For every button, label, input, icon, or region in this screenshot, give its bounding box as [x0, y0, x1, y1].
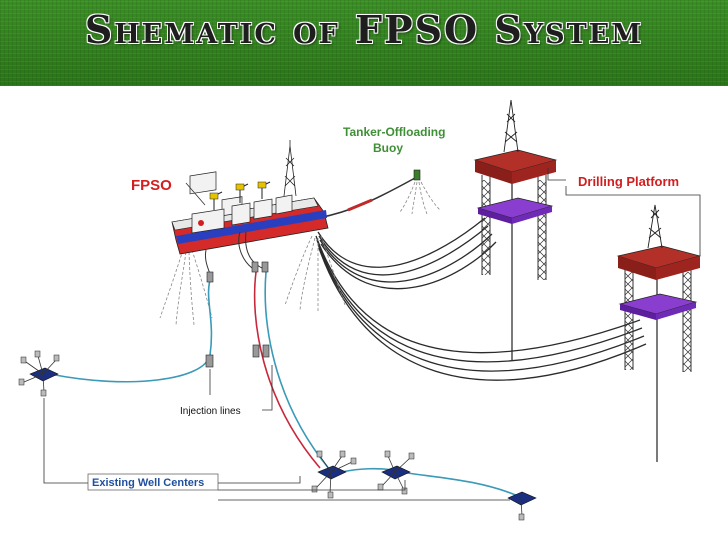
label-existing-well-centers: Existing Well Centers	[92, 477, 204, 489]
label-fpso: FPSO	[131, 177, 172, 194]
injection-line-left	[49, 279, 213, 383]
label-buoy-line2: Buoy	[373, 141, 403, 155]
label-buoy-line1: Tanker-Offloading	[343, 125, 445, 139]
production-flowlines	[205, 231, 519, 497]
well-center-far-right	[507, 491, 537, 521]
fpso-vessel	[171, 140, 329, 255]
label-injection-lines: Injection lines	[180, 406, 241, 417]
slide-title: Shematic of FPSO System	[84, 7, 644, 52]
title-banner: Shematic of FPSO System	[0, 0, 728, 86]
diagram-canvas: FPSO Tanker-Offloading Buoy Drilling Pla…	[18, 99, 702, 521]
callout-lines	[43, 168, 701, 501]
drilling-platform-front	[616, 204, 702, 462]
fpso-diagram: FPSO Tanker-Offloading Buoy Drilling Pla…	[0, 86, 728, 546]
offloading-hose	[317, 177, 416, 219]
drilling-platform-back	[473, 99, 558, 360]
label-existing-wells-box: Existing Well Centers	[87, 473, 219, 491]
offloading-buoy	[413, 169, 421, 181]
well-center-middle	[311, 450, 357, 499]
well-center-left	[18, 350, 60, 397]
label-drilling-platform: Drilling Platform	[578, 174, 679, 189]
riser-connectors	[205, 261, 270, 368]
well-center-right	[377, 450, 415, 495]
fpso-flare-tower	[283, 140, 297, 197]
riser-bundle-to-platforms	[315, 217, 647, 381]
anchor-lines	[159, 181, 441, 326]
